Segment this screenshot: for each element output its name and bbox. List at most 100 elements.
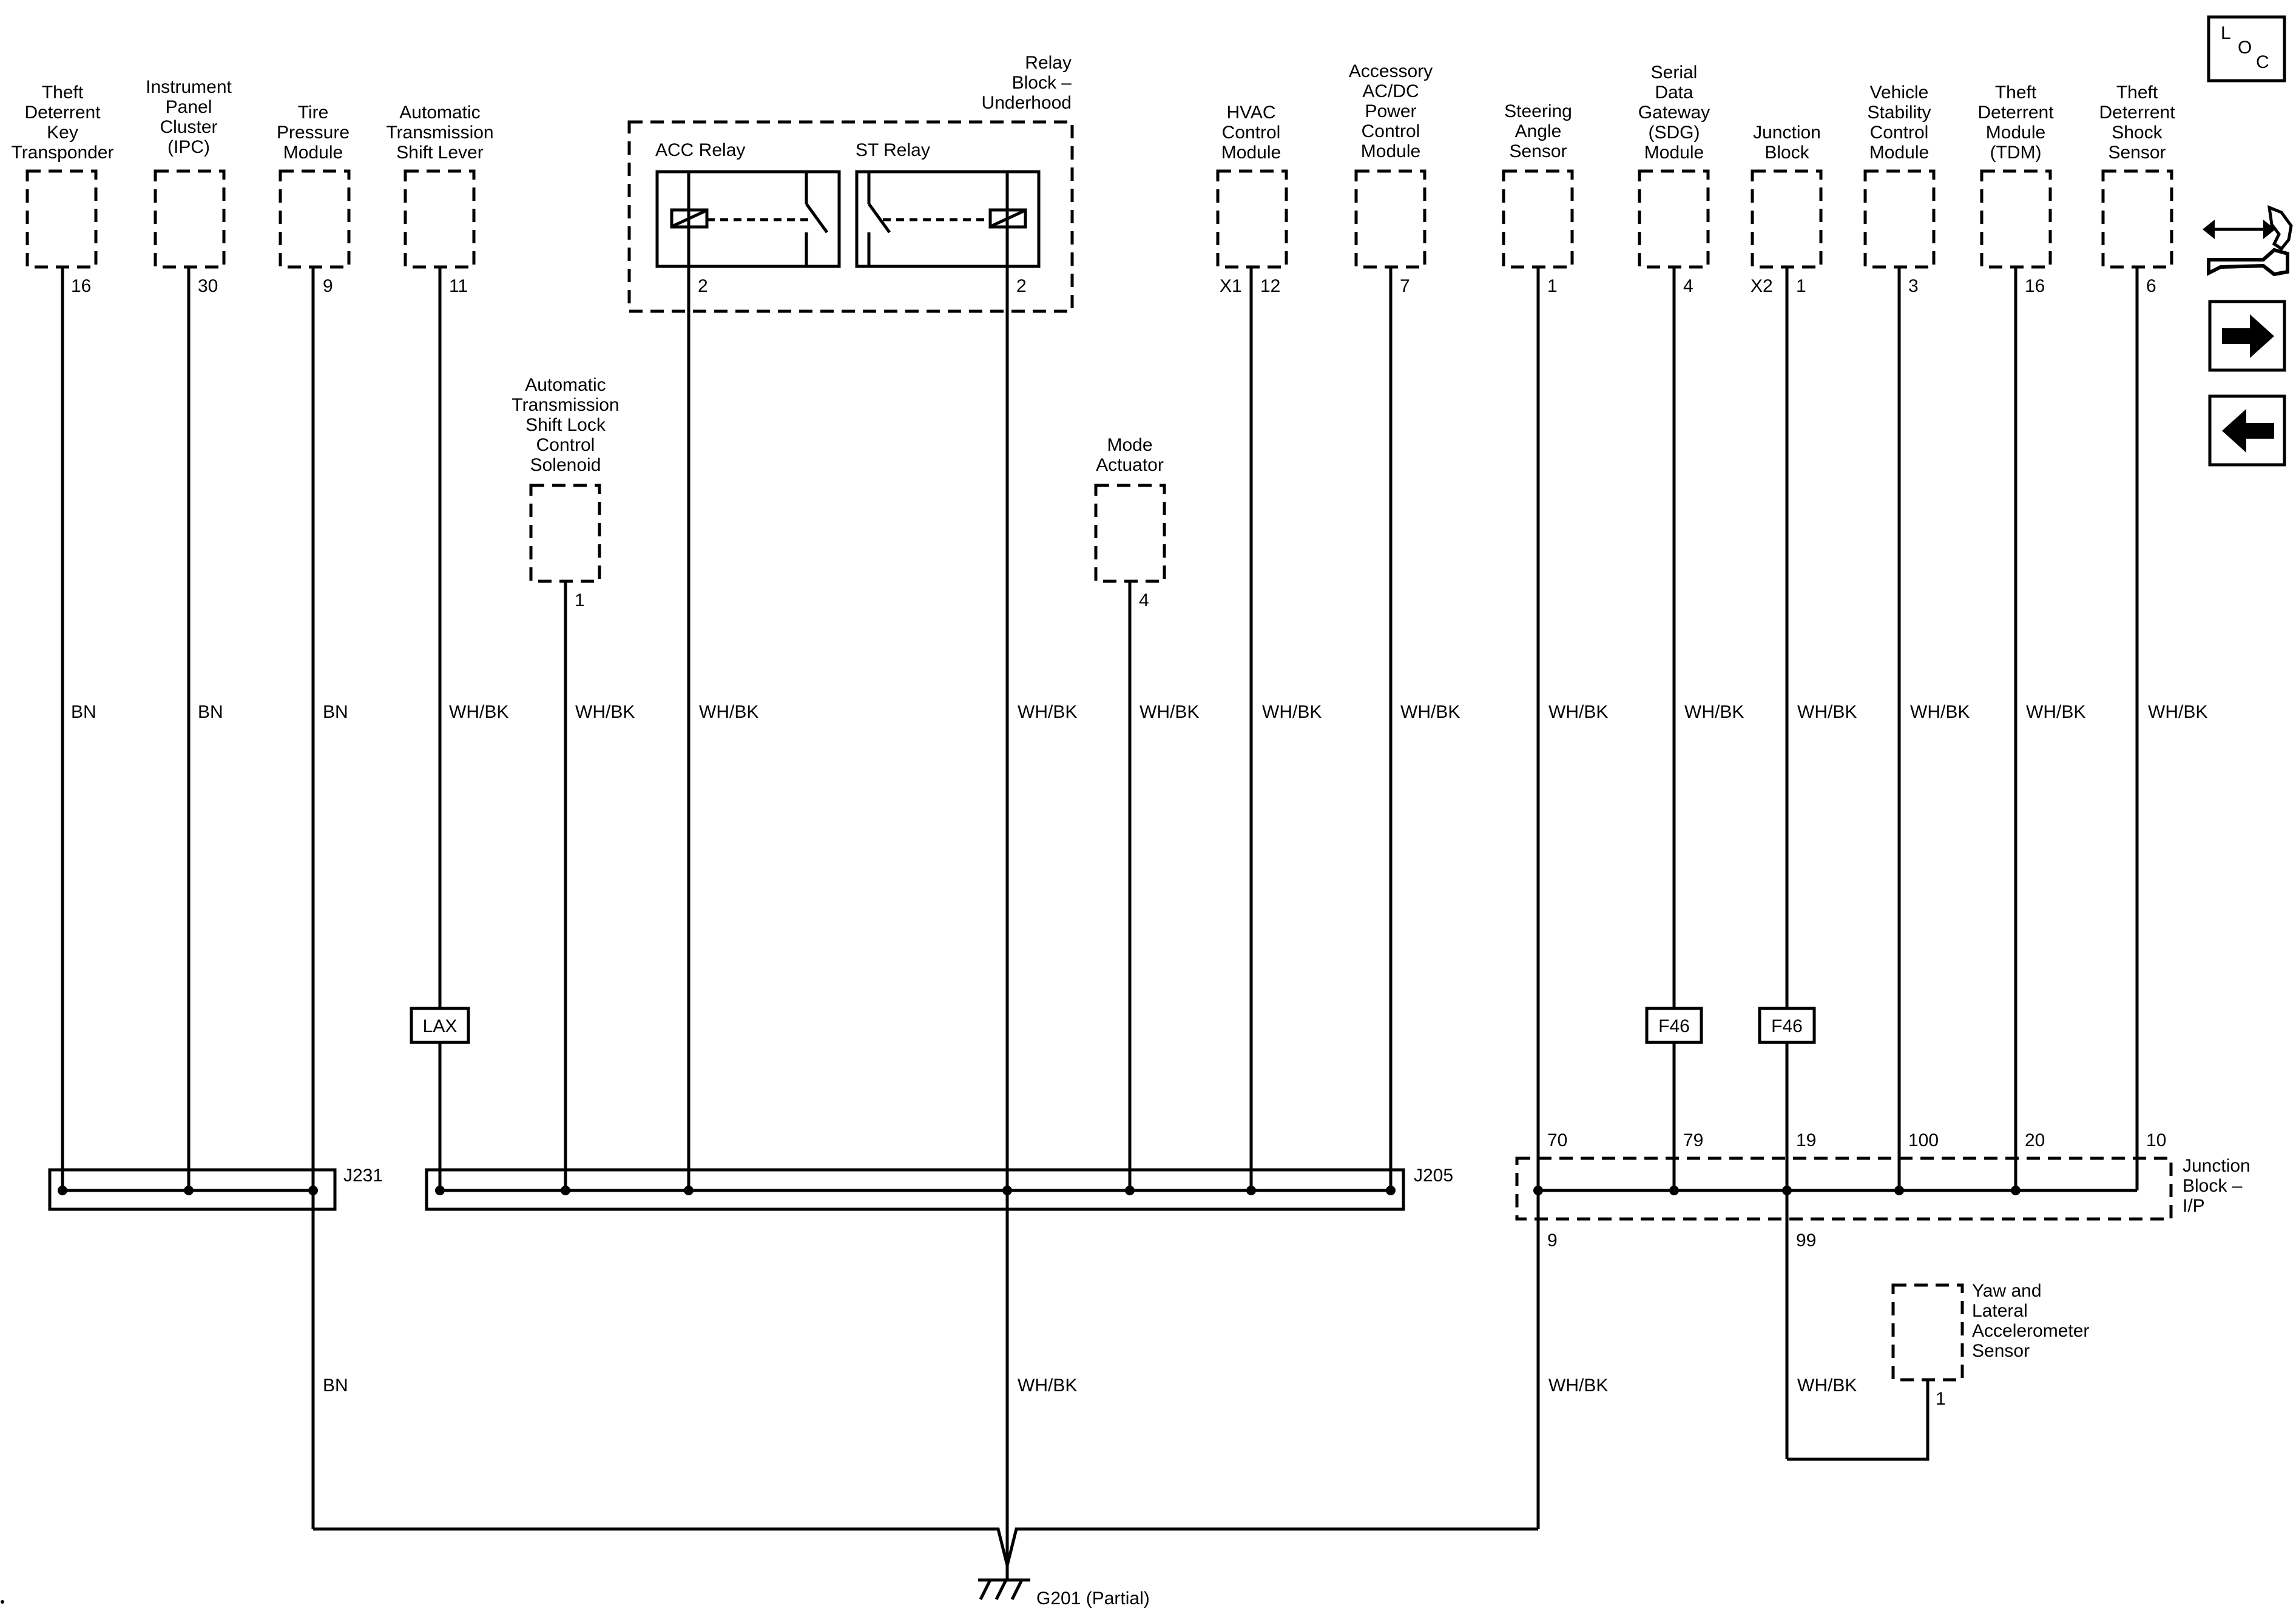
svg-text:Block –: Block – — [1012, 73, 1072, 93]
option-lax: LAX — [410, 1007, 470, 1044]
svg-text:Relay: Relay — [1025, 53, 1072, 73]
wire-color-label: WH/BK — [575, 702, 635, 722]
ground-g201: G201 (Partial) — [978, 1565, 1150, 1609]
svg-text:Sensor: Sensor — [1509, 141, 1567, 161]
svg-text:Junction: Junction — [1753, 123, 1821, 143]
label-junction-block: Junction Block — [1753, 123, 1821, 163]
component-serial-data-gateway-module — [1638, 169, 1710, 269]
pin-junction-connector: X2 — [1751, 276, 1773, 296]
svg-text:Data: Data — [1655, 83, 1693, 103]
svg-text:Serial: Serial — [1651, 62, 1698, 83]
wire-color-label: WH/BK — [1140, 702, 1199, 722]
loc-letter-c: C — [2256, 52, 2269, 72]
wire-color-label: WH/BK — [1018, 1376, 1077, 1396]
svg-text:Power: Power — [1365, 101, 1416, 121]
svg-text:Key: Key — [47, 123, 78, 143]
label-tire-pressure-module: Tire Pressure Module — [277, 103, 349, 163]
wire-color-label: BN — [71, 702, 96, 722]
svg-text:Module: Module — [1644, 143, 1704, 163]
svg-text:Control: Control — [536, 435, 595, 455]
next-page-button[interactable] — [2208, 300, 2286, 372]
previous-page-button[interactable] — [2208, 394, 2286, 467]
svg-text:Vehicle: Vehicle — [1870, 83, 1929, 103]
pin-numbers: 16 30 9 11 2 2 X1 12 7 1 4 X2 1 3 16 6 1… — [71, 276, 2166, 1409]
pin-acc-relay: 2 — [698, 276, 708, 296]
svg-text:Module: Module — [1361, 141, 1420, 161]
svg-text:Lateral: Lateral — [1972, 1301, 2028, 1321]
svg-text:Transponder: Transponder — [12, 143, 114, 163]
arrow-left-icon — [2222, 409, 2274, 453]
splice-j205-label: J205 — [1414, 1166, 1453, 1186]
svg-text:Automatic: Automatic — [399, 103, 480, 123]
label-vehicle-stability-control-module: Vehicle Stability Control Module — [1867, 83, 1931, 163]
acc-relay-label: ACC Relay — [655, 140, 745, 160]
svg-text:Deterrent: Deterrent — [2099, 103, 2175, 123]
label-mode-actuator: Mode Actuator — [1096, 435, 1164, 475]
loc-letter-o: O — [2238, 38, 2252, 58]
svg-text:LAX: LAX — [423, 1016, 458, 1036]
wire-color-label: WH/BK — [1262, 702, 1322, 722]
option-f46-sdg: F46 — [1645, 1007, 1703, 1044]
pin-jbip-20: 20 — [2025, 1130, 2045, 1150]
st-relay — [855, 170, 1041, 268]
pin-steering: 1 — [1547, 276, 1558, 296]
pin-jbip-70: 70 — [1547, 1130, 1567, 1150]
wire-color-label: WH/BK — [1548, 702, 1608, 722]
svg-text:F46: F46 — [1658, 1016, 1690, 1036]
wire-color-label: WH/BK — [1797, 1376, 1857, 1396]
ground-label: G201 (Partial) — [1036, 1588, 1150, 1609]
pin-jbip-10: 10 — [2146, 1130, 2166, 1150]
component-theft-deterrent-key-transponder — [25, 169, 98, 269]
svg-text:Yaw and: Yaw and — [1972, 1281, 2042, 1301]
svg-text:Panel: Panel — [166, 97, 212, 117]
svg-text:Accessory: Accessory — [1349, 61, 1433, 81]
pin-tpm: 9 — [323, 276, 333, 296]
svg-text:Shock: Shock — [2112, 123, 2163, 143]
label-shift-lock-control-solenoid: Automatic Transmission Shift Lock Contro… — [512, 375, 619, 475]
relay-block-underhood — [627, 120, 1074, 313]
loc-letter-l: L — [2221, 23, 2231, 43]
pin-jbip-9: 9 — [1547, 1230, 1558, 1251]
svg-text:Deterrent: Deterrent — [1977, 103, 2054, 123]
pin-ipc: 30 — [198, 276, 218, 296]
wires — [61, 266, 2139, 1566]
pin-yaw: 1 — [1936, 1389, 1946, 1409]
component-theft-deterrent-module — [1980, 169, 2052, 269]
connector-wrench-icon[interactable] — [2203, 205, 2293, 277]
wire-color-label: WH/BK — [449, 702, 508, 722]
svg-text:HVAC: HVAC — [1226, 103, 1275, 123]
component-yaw-lateral-accelerometer-sensor — [1891, 1283, 1964, 1382]
loc-button[interactable]: L O C — [2207, 15, 2286, 83]
svg-text:Theft: Theft — [2116, 83, 2158, 103]
svg-text:(TDM): (TDM) — [1990, 143, 2042, 163]
component-steering-angle-sensor — [1502, 169, 1574, 269]
pin-sdg: 4 — [1683, 276, 1693, 296]
splice-pack-j231 — [48, 1168, 337, 1211]
svg-text:Control: Control — [1222, 123, 1281, 143]
component-instrument-panel-cluster — [154, 169, 226, 269]
component-vehicle-stability-control-module — [1863, 169, 1936, 269]
label-instrument-panel-cluster: Instrument Panel Cluster (IPC) — [146, 77, 232, 157]
label-theft-deterrent-shock-sensor: Theft Deterrent Shock Sensor — [2099, 83, 2175, 163]
component-mode-actuator — [1094, 484, 1166, 583]
component-hvac-control-module — [1216, 169, 1288, 269]
svg-text:Accelerometer: Accelerometer — [1972, 1321, 2089, 1341]
label-relay-block-underhood: Relay Block – Underhood — [982, 53, 1072, 113]
wire-color-labels: BN BN BN WH/BK WH/BK WH/BK WH/BK WH/BK W… — [71, 702, 2207, 1396]
stray-mark — [1, 1600, 4, 1604]
acc-relay — [655, 170, 841, 268]
st-relay-label: ST Relay — [856, 140, 930, 160]
svg-text:Block –: Block – — [2183, 1176, 2243, 1196]
svg-text:F46: F46 — [1771, 1016, 1803, 1036]
pin-hvac-connector: X1 — [1220, 276, 1242, 296]
pin-theft-key: 16 — [71, 276, 91, 296]
arrow-right-icon — [2222, 314, 2274, 358]
svg-text:Stability: Stability — [1867, 103, 1931, 123]
svg-text:AC/DC: AC/DC — [1362, 81, 1419, 101]
pin-shift-lock: 1 — [575, 590, 585, 610]
splice-dots — [58, 1186, 2021, 1195]
svg-text:Control: Control — [1362, 121, 1420, 141]
pin-st-relay: 2 — [1016, 276, 1027, 296]
svg-text:Transmission: Transmission — [512, 395, 619, 415]
